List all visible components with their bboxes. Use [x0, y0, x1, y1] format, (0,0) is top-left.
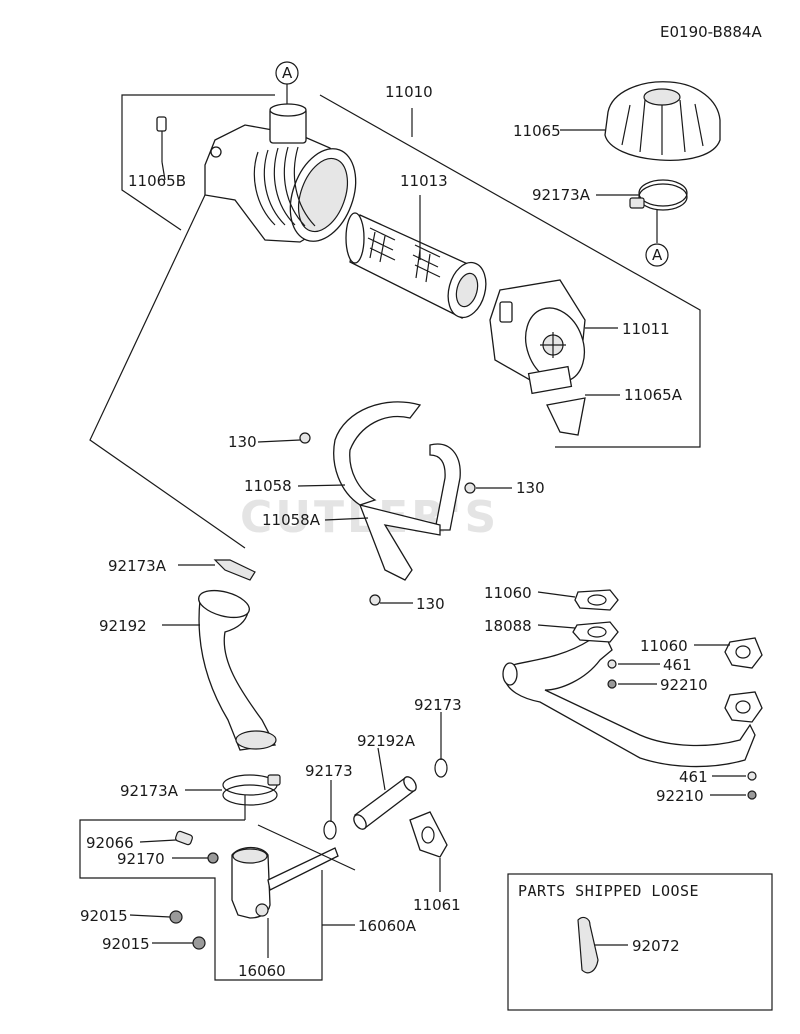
label-11013: 11013 [400, 172, 448, 190]
part-92173a-clamp-mid [213, 559, 256, 581]
part-11065-cap [604, 81, 721, 161]
label-130-c: 130 [416, 595, 445, 613]
label-92173-a: 92173 [414, 696, 462, 714]
small-parts-92066-92170 [169, 830, 219, 950]
label-92173-b: 92173 [305, 762, 353, 780]
label-11011: 11011 [622, 320, 670, 338]
label-11065b: 11065B [128, 172, 186, 190]
mounting-brackets [299, 401, 476, 606]
parts-shipped-loose-box: PARTS SHIPPED LOOSE [507, 873, 773, 1011]
label-92210-a: 92210 [660, 676, 708, 694]
gasket-18088-flange [572, 621, 619, 643]
svg-text:A: A [282, 64, 293, 82]
label-11010: 11010 [385, 83, 433, 101]
diagram-code: E0190-B884A [660, 23, 762, 41]
air-cleaner-housing [204, 103, 357, 243]
label-11065: 11065 [513, 122, 561, 140]
label-11060-b: 11060 [640, 637, 688, 655]
label-130-b: 130 [516, 479, 545, 497]
filter-element [345, 212, 487, 319]
gasket-11061 [409, 811, 448, 858]
leader-housing-duct [89, 194, 246, 549]
assembly-outline-11010 [121, 94, 701, 448]
part-11065a-valve [546, 397, 586, 436]
manifold-16060a [231, 846, 339, 919]
washers-nuts-right [607, 659, 757, 800]
lower-grouping-lines [79, 795, 356, 981]
label-92173a-low: 92173A [120, 782, 179, 800]
label-18088: 18088 [484, 617, 532, 635]
label-11061: 11061 [413, 896, 461, 914]
part-11065b-valve [156, 116, 167, 162]
ref-marker-a-top: A [275, 61, 299, 108]
pipe-18088 [502, 634, 756, 768]
svg-text:A: A [652, 246, 663, 264]
label-92066: 92066 [86, 834, 134, 852]
label-11060-a: 11060 [484, 584, 532, 602]
svg-text:PARTS SHIPPED LOOSE: PARTS SHIPPED LOOSE [518, 882, 699, 900]
leader-lines [129, 129, 746, 944]
label-92015-b: 92015 [102, 935, 150, 953]
label-11058a: 11058A [262, 511, 321, 529]
label-92072: 92072 [632, 937, 680, 955]
label-92173a-top: 92173A [532, 186, 591, 204]
label-11058: 11058 [244, 477, 292, 495]
label-16060a: 16060A [358, 917, 417, 935]
label-92192: 92192 [99, 617, 147, 635]
tube-92192a [353, 776, 417, 830]
label-92015-a: 92015 [80, 907, 128, 925]
pipe-flange-right [724, 691, 763, 723]
hose-92192 [198, 589, 277, 751]
label-92170: 92170 [117, 850, 165, 868]
label-11065a: 11065A [624, 386, 683, 404]
cover-assembly [489, 279, 586, 395]
ref-marker-a-lower: A [645, 210, 669, 267]
label-92210-b: 92210 [656, 787, 704, 805]
label-461-b: 461 [679, 768, 708, 786]
part-92173a-clamp-low [222, 774, 281, 806]
label-130-a: 130 [228, 433, 257, 451]
label-92192a: 92192A [357, 732, 416, 750]
part-92173a-clamp-top [629, 179, 688, 211]
label-461-a: 461 [663, 656, 692, 674]
gasket-11060-b [724, 637, 763, 669]
label-92173a-mid: 92173A [108, 557, 167, 575]
gasket-11060-a [574, 589, 619, 611]
label-16060: 16060 [238, 962, 286, 980]
